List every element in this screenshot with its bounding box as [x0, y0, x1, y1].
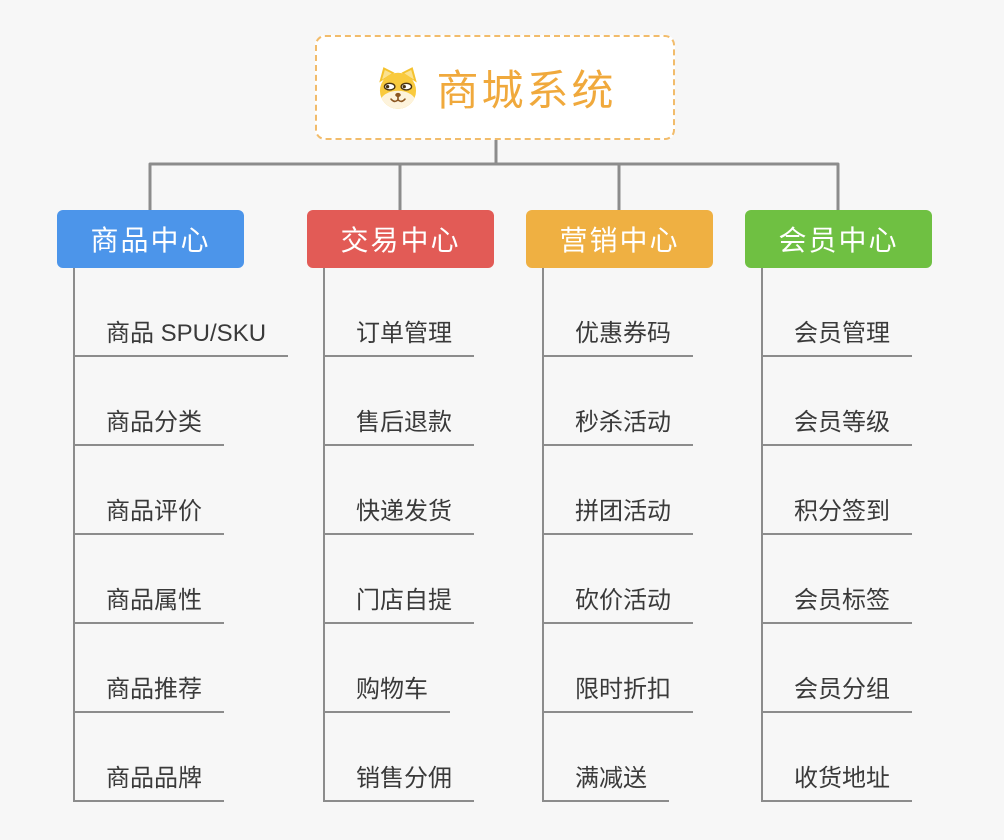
leaf-label: 售后退款	[323, 402, 474, 446]
dog-face-icon	[379, 66, 418, 109]
leaf-label: 商品评价	[73, 491, 224, 535]
leaf-label: 积分签到	[761, 491, 912, 535]
branch-label: 商品中心	[90, 225, 211, 256]
leaf-label: 订单管理	[323, 313, 474, 357]
branch-children-member-center: 会员管理 会员等级 积分签到 会员标签 会员分组 收货地址	[761, 268, 912, 802]
leaf-node[interactable]: 会员管理	[761, 268, 912, 357]
leaf-label: 会员标签	[761, 580, 912, 624]
leaf-node[interactable]: 收货地址	[761, 713, 912, 802]
leaf-label: 门店自提	[323, 580, 474, 624]
leaf-label: 会员等级	[761, 402, 912, 446]
leaf-node[interactable]: 门店自提	[323, 535, 474, 624]
leaf-node[interactable]: 会员分组	[761, 624, 912, 713]
branch-trunk-line	[761, 268, 763, 802]
leaf-node[interactable]: 商品推荐	[73, 624, 288, 713]
leaf-node[interactable]: 砍价活动	[542, 535, 693, 624]
leaf-label: 砍价活动	[542, 580, 693, 624]
branch-node-marketing-center[interactable]: 营销中心	[526, 210, 713, 268]
branch-children-product-center: 商品 SPU/SKU 商品分类 商品评价 商品属性 商品推荐 商品品牌	[73, 268, 289, 802]
leaf-label: 商品品牌	[73, 758, 224, 802]
root-node[interactable]: 商城系统	[315, 35, 675, 140]
leaf-node[interactable]: 商品评价	[73, 446, 288, 535]
leaf-label: 快递发货	[323, 491, 474, 535]
leaf-label: 会员管理	[761, 313, 912, 357]
branch-label: 会员中心	[778, 225, 899, 256]
branch-trunk-line	[73, 268, 75, 802]
branch-node-product-center[interactable]: 商品中心	[57, 210, 244, 268]
leaf-node[interactable]: 商品分类	[73, 357, 288, 446]
leaf-label: 收货地址	[761, 758, 912, 802]
leaf-node[interactable]: 秒杀活动	[542, 357, 693, 446]
leaf-node[interactable]: 商品属性	[73, 535, 288, 624]
leaf-label: 优惠券码	[542, 313, 693, 357]
leaf-node[interactable]: 购物车	[323, 624, 474, 713]
leaf-label: 商品推荐	[73, 669, 224, 713]
leaf-label: 购物车	[323, 669, 450, 713]
branch-label: 营销中心	[559, 225, 680, 256]
leaf-label: 拼团活动	[542, 491, 693, 535]
leaf-node[interactable]: 售后退款	[323, 357, 474, 446]
branch-children-marketing-center: 优惠券码 秒杀活动 拼团活动 砍价活动 限时折扣 满减送	[542, 268, 693, 802]
leaf-node[interactable]: 积分签到	[761, 446, 912, 535]
leaf-node[interactable]: 订单管理	[323, 268, 474, 357]
leaf-label: 满减送	[542, 758, 669, 802]
leaf-label: 商品 SPU/SKU	[73, 313, 289, 357]
root-title: 商城系统	[436, 67, 617, 114]
leaf-node[interactable]: 限时折扣	[542, 624, 693, 713]
branch-label: 交易中心	[340, 225, 461, 256]
trunk-bracket-line	[148, 162, 840, 210]
leaf-label: 商品分类	[73, 402, 224, 446]
leaf-label: 限时折扣	[542, 669, 693, 713]
leaf-label: 会员分组	[761, 669, 912, 713]
branch-children-trade-center: 订单管理 售后退款 快递发货 门店自提 购物车 销售分佣	[323, 268, 474, 802]
leaf-node[interactable]: 商品 SPU/SKU	[73, 268, 289, 357]
branch-node-member-center[interactable]: 会员中心	[745, 210, 932, 268]
leaf-node[interactable]: 销售分佣	[323, 713, 474, 802]
leaf-node[interactable]: 满减送	[542, 713, 693, 802]
leaf-node[interactable]: 拼团活动	[542, 446, 693, 535]
branch-trunk-line	[542, 268, 544, 802]
leaf-label: 销售分佣	[323, 758, 474, 802]
leaf-node[interactable]: 会员标签	[761, 535, 912, 624]
leaf-node[interactable]: 优惠券码	[542, 268, 693, 357]
leaf-node[interactable]: 快递发货	[323, 446, 474, 535]
leaf-label: 秒杀活动	[542, 402, 693, 446]
branch-node-trade-center[interactable]: 交易中心	[307, 210, 494, 268]
leaf-label: 商品属性	[73, 580, 224, 624]
leaf-node[interactable]: 商品品牌	[73, 713, 288, 802]
leaf-node[interactable]: 会员等级	[761, 357, 912, 446]
branch-trunk-line	[323, 268, 325, 802]
